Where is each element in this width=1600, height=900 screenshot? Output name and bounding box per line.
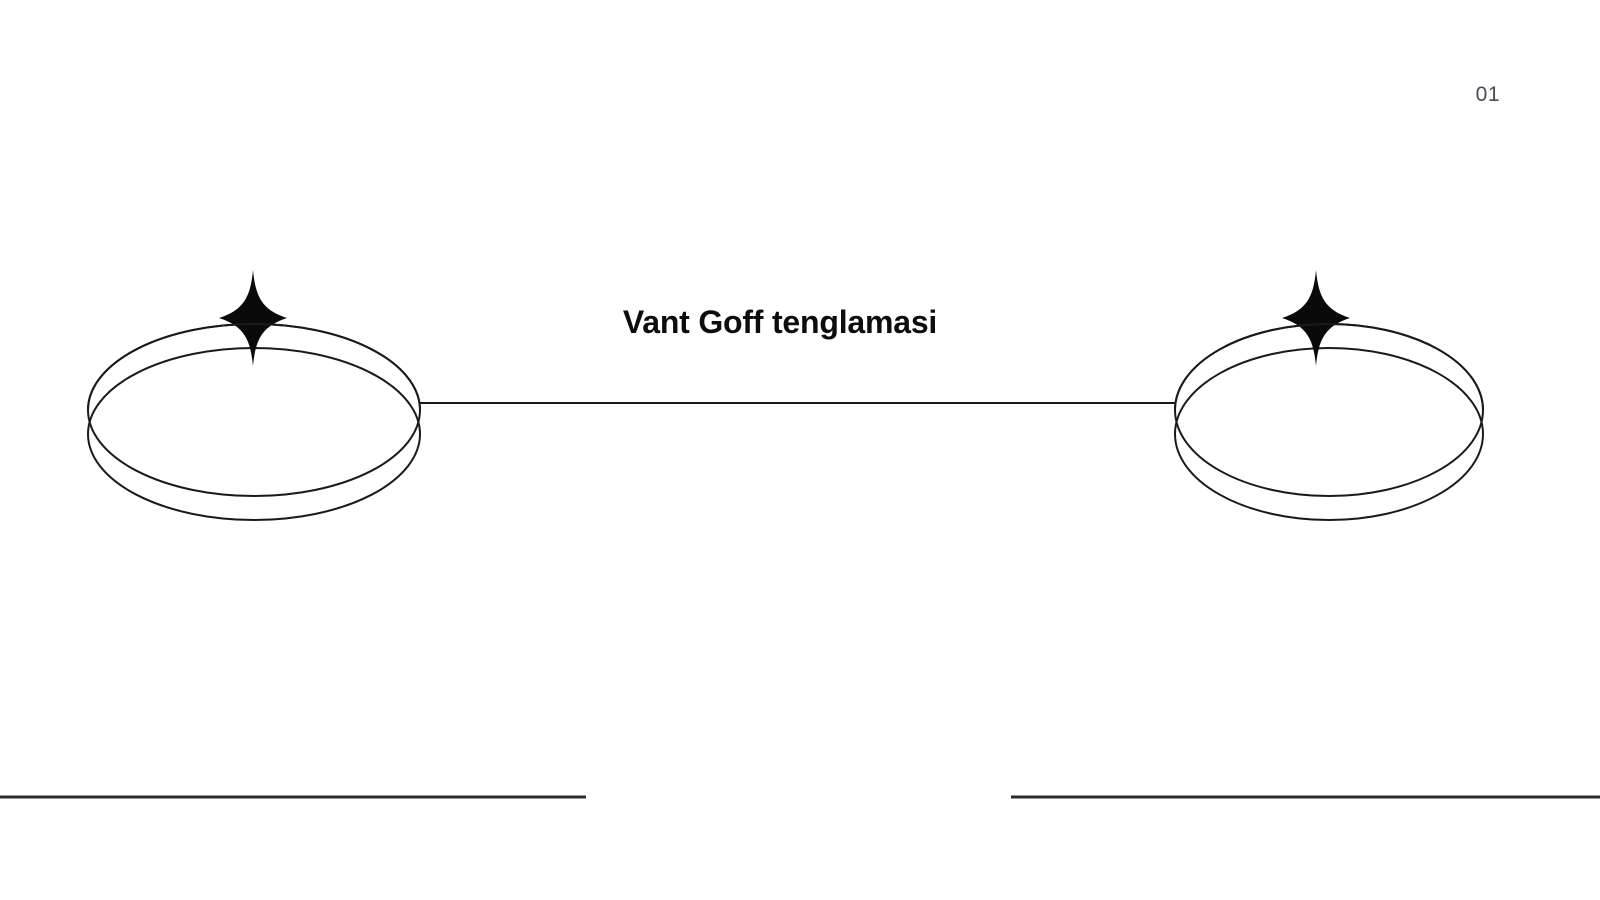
left-ring-group — [87, 270, 421, 521]
right-ring-group — [1174, 270, 1484, 521]
left-ring-lower-ellipse — [87, 347, 421, 521]
page-title: Vant Goff tenglamasi — [622, 304, 938, 341]
left-ring-upper-front-arc — [87, 323, 421, 411]
left-sparkle-icon — [219, 270, 287, 366]
right-ring-lower-ellipse — [1174, 347, 1484, 521]
right-ring-upper-front-arc — [1174, 323, 1484, 411]
right-ring-upper-ellipse — [1174, 323, 1484, 497]
page-number: 01 — [1475, 83, 1500, 106]
right-sparkle-icon — [1282, 270, 1350, 366]
